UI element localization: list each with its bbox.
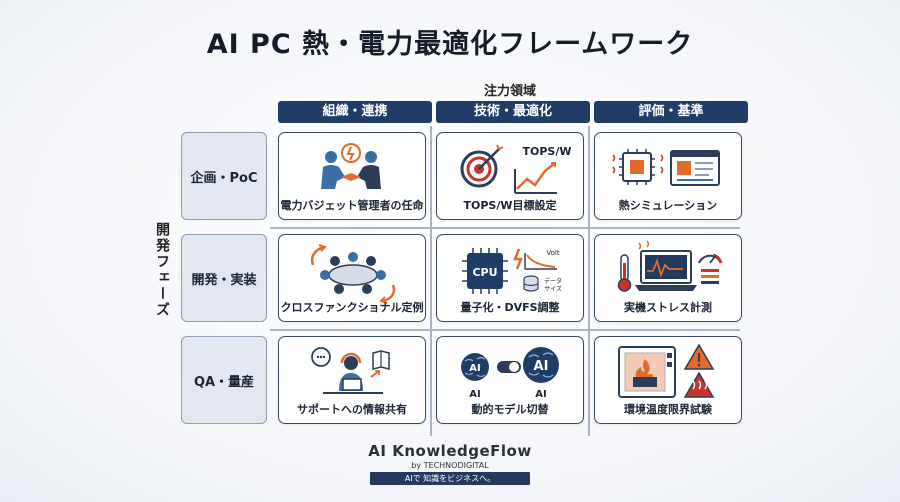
chip-heat-simulation-icon (612, 149, 720, 186)
ai-right-caption: AI (535, 389, 546, 400)
tops-icon-text: TOPS/W (523, 145, 572, 158)
page-title: AI PC 熱・電力最適化フレームワーク (206, 29, 694, 60)
ai-left-caption: AI (469, 389, 480, 400)
ai-right-icon-text: AI (534, 359, 549, 374)
cell-cross-functional-meeting[interactable]: クロスファンクショナル定例 (278, 234, 426, 322)
cell-label: 熱シミュレーション (618, 199, 718, 212)
target-growth-chart-icon: TOPS/W (460, 144, 572, 194)
cell-label: 実機ストレス計測 (624, 301, 712, 314)
cell-label: 動的モデル切替 (471, 403, 549, 416)
volt-icon-text: Volt (546, 249, 559, 257)
cell-support-info-sharing[interactable]: サポートへの情報共有 (278, 336, 426, 424)
row-header-planning: 企画・PoC (181, 132, 267, 220)
cell-quantization-dvfs[interactable]: CPU Volt データ サイズ 量子化・DVFS調整 (436, 234, 584, 322)
cell-tops-per-watt-target[interactable]: TOPS/W TOPS/W目標設定 (436, 132, 584, 220)
cell-dynamic-model-switching[interactable]: AI AI AI AI 動的モデル切替 (436, 336, 584, 424)
row-header-development: 開発・実装 (181, 234, 267, 322)
brand-tagline: AIで 知識をビジネスへ。 (370, 472, 530, 485)
brand-name: AI KnowledgeFlow (368, 442, 532, 460)
row-header-qa: QA・量産 (181, 336, 267, 424)
ai-brain-switch-icon: AI AI AI AI (461, 347, 559, 400)
column-header-evaluation: 評価・基準 (594, 101, 748, 123)
focus-axis-label: 注力領域 (483, 84, 536, 99)
cell-label: クロスファンクショナル定例 (280, 301, 424, 314)
laptop-thermometer-gauge-icon (617, 240, 723, 292)
column-header-technology: 技術・最適化 (436, 101, 590, 123)
cell-stress-measurement[interactable]: 実機ストレス計測 (594, 234, 742, 322)
data-size-line1: データ (544, 277, 562, 285)
brand-logo: AI KnowledgeFlow by TECHNODIGITAL AIで 知識… (300, 442, 600, 485)
brand-by: by TECHNODIGITAL (411, 461, 489, 470)
cpu-icon-text: CPU (472, 266, 497, 279)
data-size-line2: サイズ (544, 285, 562, 293)
phase-axis-label: 開発フェーズ (154, 222, 170, 318)
ai-left-icon-text: AI (469, 363, 480, 374)
team-meeting-icon (310, 244, 396, 304)
column-header-organization: 組織・連携 (278, 101, 432, 123)
cell-ambient-temp-limit-test[interactable]: 環境温度限界試験 (594, 336, 742, 424)
support-agent-icon (311, 347, 390, 394)
handshake-idea-icon (321, 143, 381, 189)
cell-label: 量子化・DVFS調整 (460, 301, 560, 314)
grid-line-h1 (270, 227, 740, 229)
cell-label: サポートへの情報共有 (297, 403, 407, 416)
grid-line-v1 (430, 126, 432, 436)
cell-label: TOPS/W目標設定 (463, 199, 557, 212)
cell-power-budget-manager[interactable]: 電力バジェット管理者の任命 (278, 132, 426, 220)
cell-label: 環境温度限界試験 (624, 403, 712, 416)
grid-line-v2 (588, 126, 590, 436)
cell-thermal-simulation[interactable]: 熱シミュレーション (594, 132, 742, 220)
thermal-chamber-warning-icon (618, 343, 715, 398)
grid-line-h2 (270, 329, 740, 331)
cell-label: 電力バジェット管理者の任命 (280, 199, 424, 212)
cpu-voltage-icon: CPU Volt データ サイズ (462, 248, 562, 294)
